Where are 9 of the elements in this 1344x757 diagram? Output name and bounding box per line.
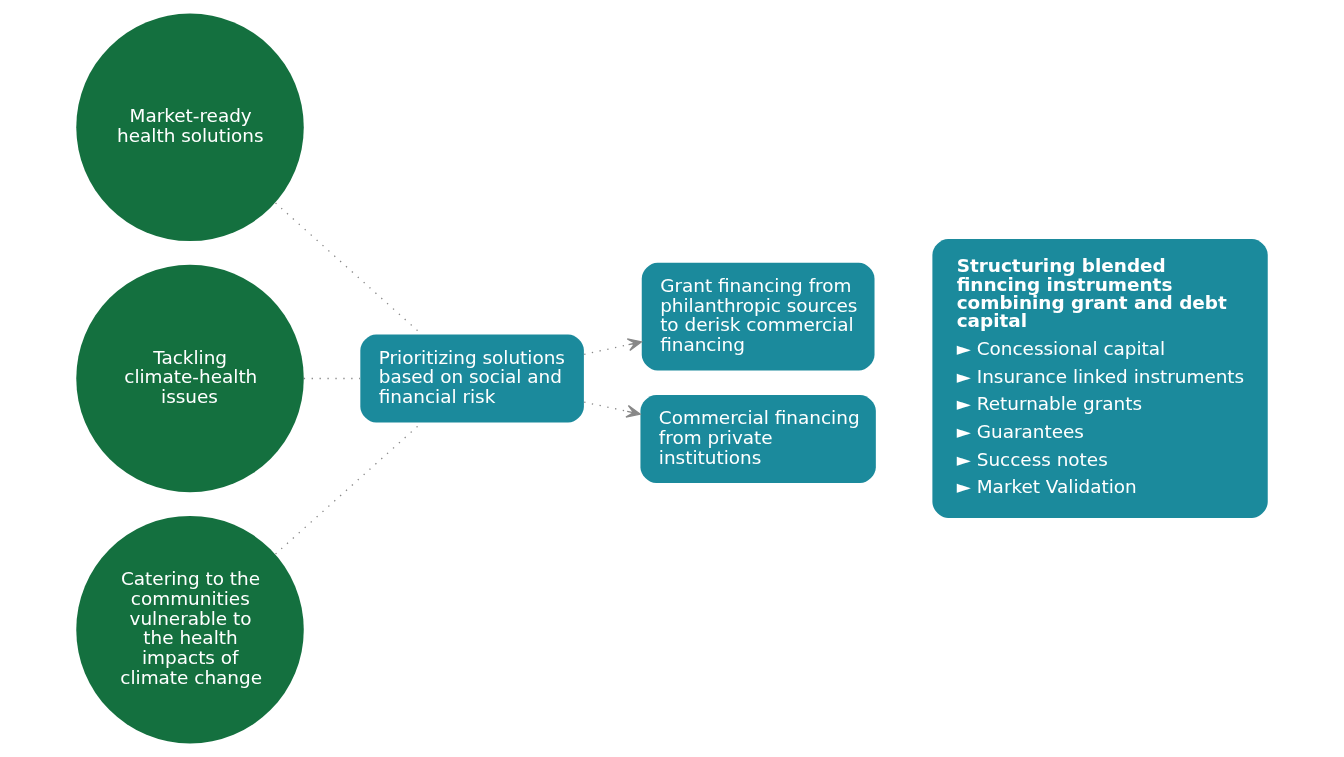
node-circle: Catering to the communities vulnerable to the health impacts of climate change	[76, 515, 304, 744]
node-box: Commercial financing from private institutions	[640, 394, 876, 484]
arrow	[583, 401, 641, 418]
node-circle: Market-ready health solutions	[76, 13, 304, 242]
node-circle: Tackling climate-health issues	[76, 264, 304, 493]
arrow	[583, 338, 643, 355]
node-box: Structuring blended finncing instruments combining grant and debt capital ► Concessional capital ► Insurance linked instruments ► Returnable grants ► Guarantees ► Success notes ► Market Validation	[932, 239, 1268, 518]
node-box: Grant financing from philanthropic sources to derisk commercial financing	[641, 262, 875, 371]
node-box: Prioritizing solutions based on social and financial risk	[360, 334, 584, 423]
